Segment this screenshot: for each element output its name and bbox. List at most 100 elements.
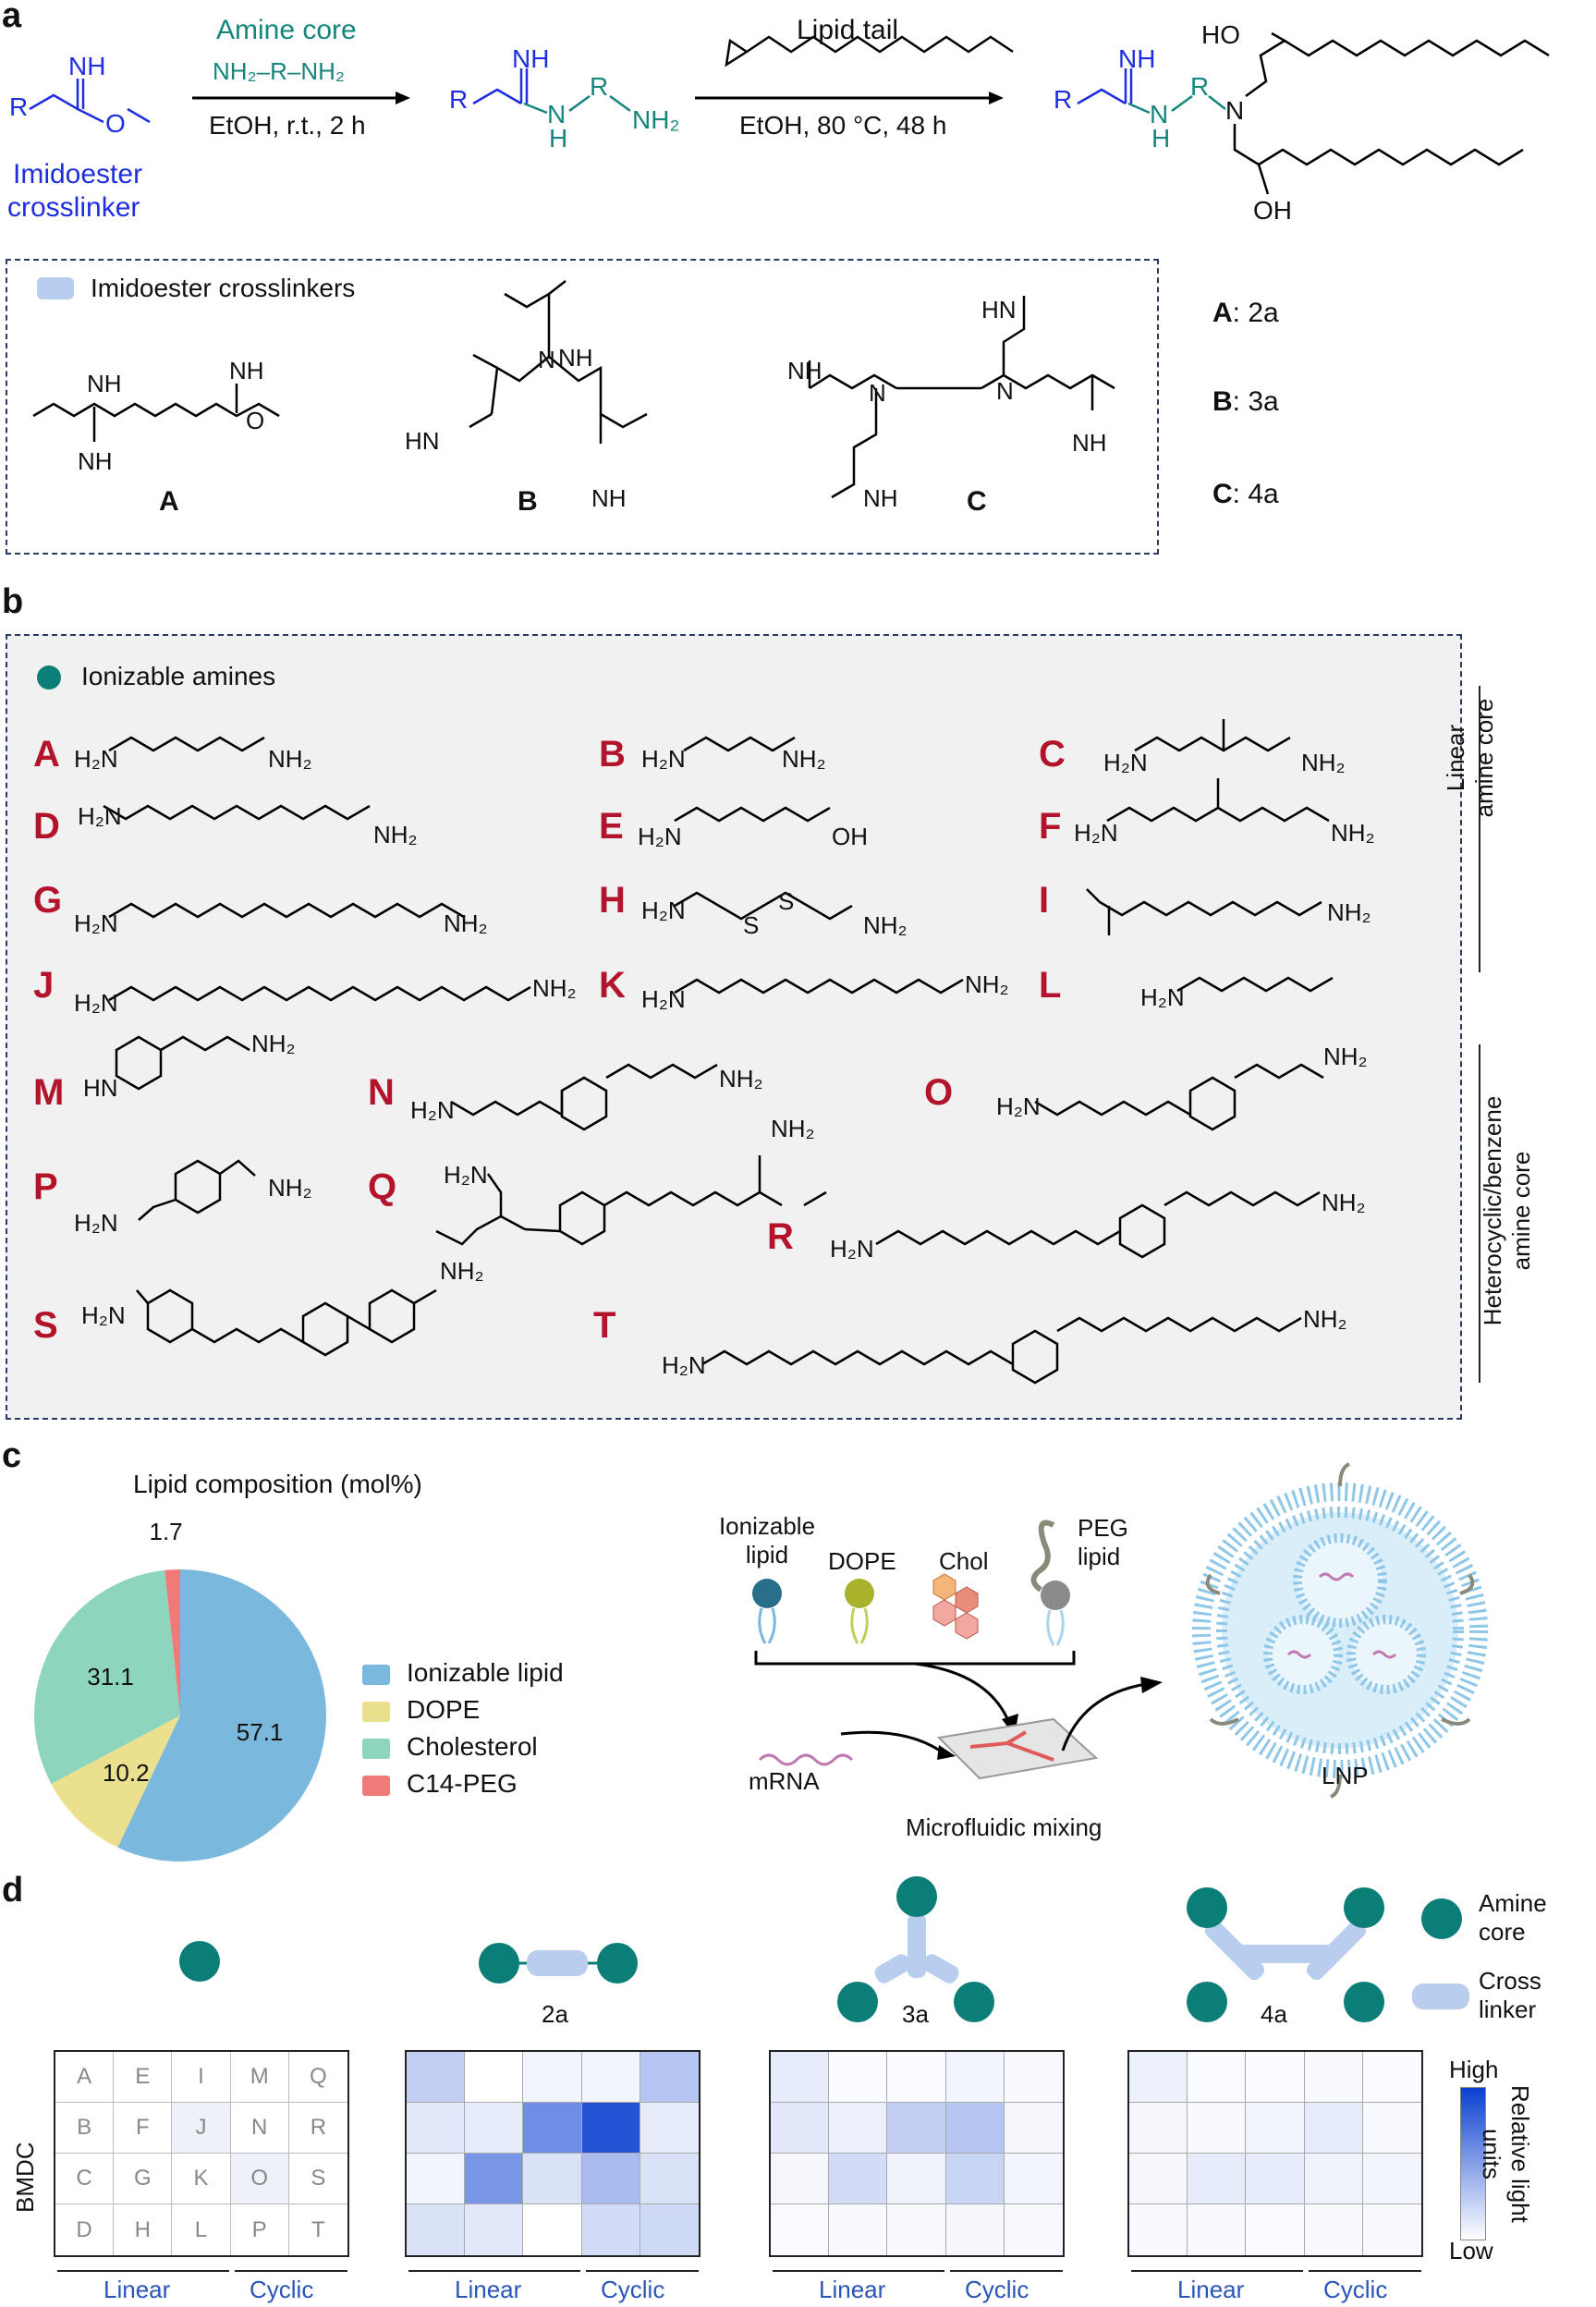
heatmap-cell: [1304, 2154, 1363, 2204]
b-d-h2n: H₂N: [78, 802, 122, 830]
icon-label-4a: 4a: [1261, 2000, 1287, 2028]
key-cell-g: G: [114, 2154, 173, 2204]
legend-cross-line2: linker: [1479, 1996, 1537, 2023]
amine-letter-d: D: [33, 806, 60, 847]
amine-letter-r: R: [767, 1216, 794, 1257]
heatmap-cell: [407, 2154, 466, 2204]
key-cell-b: B: [55, 2103, 115, 2154]
atom-hn-c: HN: [981, 296, 1017, 323]
b-m-hn: HN: [83, 1074, 118, 1102]
b-f-nh2: NH₂: [1331, 819, 1375, 847]
amine-dot-icon: [37, 665, 61, 690]
ionizable-lipid-label: Ionizable lipid: [702, 1512, 832, 1569]
b-n-h2n: H₂N: [410, 1096, 455, 1124]
step1-conditions: EtOH, r.t., 2 h: [209, 111, 366, 140]
b-s-h2n: H₂N: [81, 1301, 126, 1329]
b-m-nh2: NH₂: [251, 1030, 296, 1057]
legend-cross-line1: Cross: [1479, 1967, 1541, 1995]
heatmap-cell: [1004, 2052, 1063, 2103]
heatmap-cell: [1304, 2103, 1363, 2154]
heatmap-cell: [523, 2052, 582, 2103]
atom-nh-b2: NH: [591, 484, 627, 512]
assign-a-letter: A: [1212, 298, 1233, 328]
key-cell-r: R: [288, 2103, 347, 2154]
key-cell-i: I: [172, 2052, 231, 2103]
heatmap-cell: [771, 2103, 830, 2154]
atom-r-core-prod: R: [1190, 72, 1210, 101]
heatmap-cell: [887, 2103, 946, 2154]
b-l-h2n: H₂N: [1140, 983, 1185, 1011]
crosslinker-box: [6, 259, 1159, 555]
key-cell-q: Q: [288, 2052, 347, 2103]
amine-formula: NH₂–R–NH₂: [213, 57, 345, 85]
heatmap-cell: [945, 2154, 1005, 2204]
b-q-h2n: H₂N: [444, 1161, 488, 1189]
heatmap-4a: [1127, 2050, 1423, 2257]
chol-label: Chol: [939, 1547, 989, 1575]
legend-amine-icon: [1421, 1898, 1462, 1939]
heatmap-cell: [887, 2052, 946, 2103]
pie-value-label: 57.1: [236, 1718, 284, 1747]
b-t-nh2: NH₂: [1303, 1305, 1347, 1333]
heatmap-cell: [465, 2103, 524, 2154]
key-cell-d: D: [55, 2204, 115, 2255]
bracket-linear-line: [1131, 2270, 1303, 2272]
key-cell-o: O: [230, 2154, 289, 2204]
b-c-nh2: NH₂: [1301, 749, 1346, 776]
heatmap-cell: [829, 2154, 888, 2204]
ionizable-lipid-icon: [752, 1579, 782, 1644]
key-cell-f: F: [114, 2103, 173, 2154]
b-a-nh2: NH₂: [268, 745, 312, 773]
atom-hn-b: HN: [405, 427, 440, 455]
pie-title: Lipid composition (mol%): [133, 1470, 422, 1498]
bracket-heterocyclic: [1479, 1044, 1480, 1383]
heatmap-cell: [640, 2204, 699, 2255]
key-cell-e: E: [114, 2052, 173, 2103]
amine-core-icon: [179, 1941, 220, 1982]
heatmap-cell: [1004, 2103, 1063, 2154]
cbar-title-line2: units: [1478, 2128, 1505, 2179]
crosslinker-legend: Imidoester crosslinkers: [91, 274, 356, 302]
b-r-h2n: H₂N: [830, 1235, 874, 1263]
icon-label-3a: 3a: [902, 2000, 929, 2028]
b-h-h2n: H₂N: [641, 897, 686, 924]
amine-letter-l: L: [1039, 965, 1062, 1006]
legend-cholesterol: Cholesterol: [362, 1732, 564, 1762]
atom-r-core: R: [590, 72, 609, 101]
atom-nh-a3: NH: [229, 357, 264, 384]
heatmap-cell: [407, 2052, 466, 2103]
b-i-nh2: NH₂: [1327, 898, 1371, 926]
lnp-label: LNP: [1322, 1762, 1369, 1789]
heatmap-cell: [1304, 2052, 1363, 2103]
heatmap-cell: [945, 2103, 1005, 2154]
mrna-label: mRNA: [749, 1767, 820, 1795]
heatmap-cell: [1188, 2103, 1247, 2154]
amine-letter-p: P: [33, 1166, 58, 1207]
peg-label-1: PEG: [1078, 1514, 1128, 1542]
amine-letter-f: F: [1039, 806, 1062, 847]
amine-letter-c: C: [1039, 734, 1066, 775]
heatmap-cell: [465, 2154, 524, 2204]
ionizable-label-2: lipid: [745, 1541, 789, 1569]
amine-letter-o: O: [924, 1072, 954, 1113]
heatmap-cell: [523, 2154, 582, 2204]
4a-icon: [1187, 1887, 1384, 2022]
colorbar: [1460, 2087, 1486, 2240]
atom-oh: OH: [1253, 196, 1292, 225]
amine-letter-g: G: [33, 880, 63, 921]
amine-letter-j: J: [33, 965, 55, 1006]
b-o-nh2: NH₂: [1323, 1043, 1368, 1070]
pie-slice-ionizable-lipid: [117, 1569, 326, 1862]
heatmap-cell: [1129, 2052, 1188, 2103]
amine-letter-a: A: [33, 734, 60, 775]
group-label-linear: Linear: [455, 2276, 522, 2303]
struct-label-c: C: [967, 486, 987, 517]
atom-h-prod: H: [1151, 124, 1171, 153]
b-h-s1: S: [743, 911, 760, 939]
assign-c-letter: C: [1212, 479, 1233, 509]
amine-letter-b: B: [599, 734, 626, 775]
cholesterol-icon: [932, 1573, 979, 1640]
atom-r-prod: R: [1054, 85, 1073, 114]
group-label-cyclic: Cyclic: [965, 2276, 1029, 2303]
